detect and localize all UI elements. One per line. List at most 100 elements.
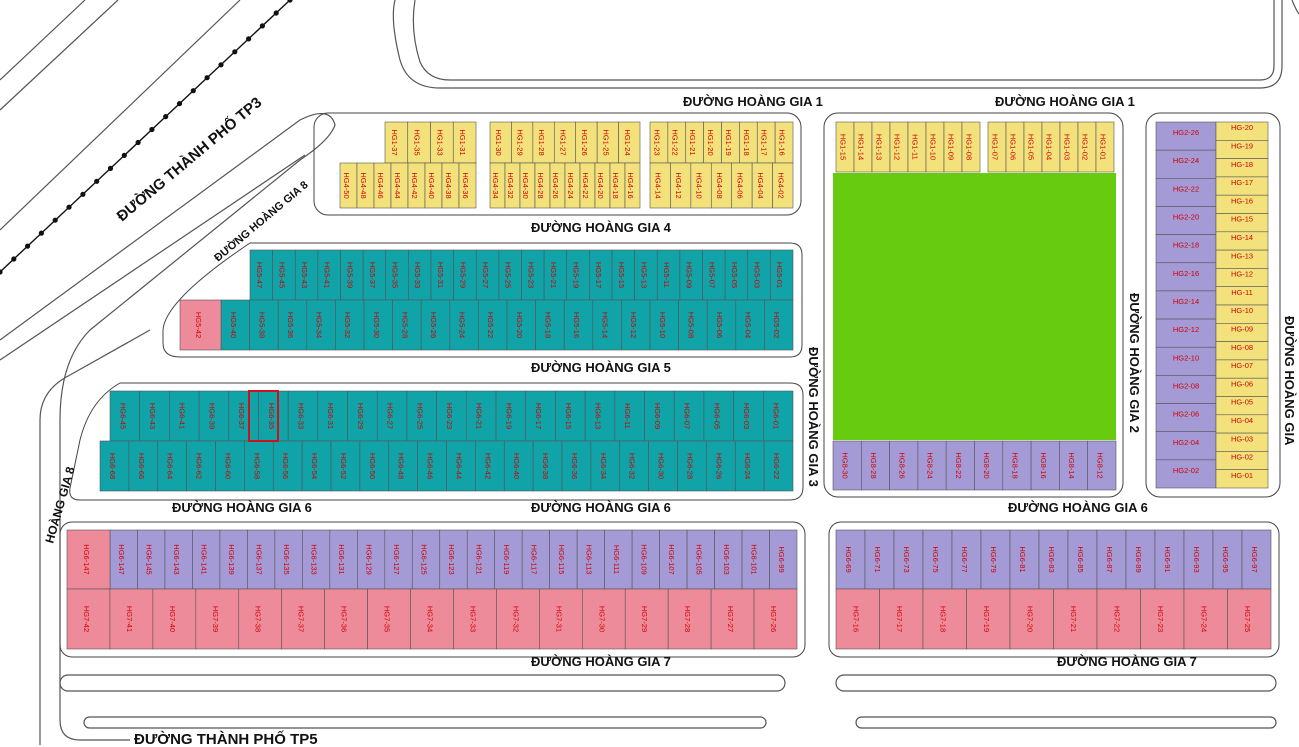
selected-lot-highlight[interactable]	[248, 390, 279, 442]
lot-hg6-54[interactable]	[301, 440, 332, 492]
lot-hg6-107[interactable]	[659, 529, 688, 590]
lot-hg6-145[interactable]	[137, 529, 166, 590]
lot-hg7-31[interactable]	[539, 588, 583, 650]
lot-hg6-121[interactable]	[466, 529, 496, 590]
lot-hg7-27[interactable]	[710, 588, 755, 650]
lot-hg1-08[interactable]	[961, 121, 981, 173]
lot-hg6-36[interactable]	[561, 440, 592, 492]
lot-hg6-147[interactable]	[66, 529, 111, 590]
lot-hg6-109[interactable]	[631, 529, 660, 590]
lot-hg5-18[interactable]	[535, 299, 565, 351]
lot-hg6-48[interactable]	[388, 440, 418, 492]
lot-hg5-42[interactable]	[179, 299, 222, 351]
lot-hg6-85[interactable]	[1067, 529, 1098, 590]
lot-hg6-32[interactable]	[619, 440, 649, 492]
lot-hg8-14[interactable]	[1059, 440, 1089, 491]
lot-hg5-40[interactable]	[220, 299, 250, 351]
lot-hg6-23[interactable]	[436, 390, 467, 442]
lot-hg6-83[interactable]	[1038, 529, 1069, 590]
lot-hg6-143[interactable]	[164, 529, 193, 590]
lot-hg6-22[interactable]	[763, 440, 794, 492]
lot-hg6-52[interactable]	[330, 440, 361, 492]
lot-hg8-30[interactable]	[832, 440, 862, 491]
lot-hg6-30[interactable]	[648, 440, 678, 492]
lot-hg5-32[interactable]	[335, 299, 365, 351]
lot-hg5-12[interactable]	[621, 299, 651, 351]
lot-hg5-10[interactable]	[649, 299, 679, 351]
lot-hg8-24[interactable]	[917, 440, 947, 491]
lot-hg8-20[interactable]	[974, 440, 1004, 491]
lot-hg6-64[interactable]	[157, 440, 187, 492]
lot-hg7-29[interactable]	[624, 588, 669, 650]
lot-hg6-37[interactable]	[228, 390, 259, 442]
lot-hg6-75[interactable]	[922, 529, 953, 590]
lot-hg7-24[interactable]	[1183, 588, 1228, 650]
lot-hg6-139[interactable]	[219, 529, 248, 590]
lot-hg4-16[interactable]	[624, 162, 641, 209]
lot-hg7-38[interactable]	[238, 588, 283, 650]
lot-hg6-38[interactable]	[532, 440, 563, 492]
lot-hg5-22[interactable]	[478, 299, 508, 351]
lot-hg6-99[interactable]	[769, 529, 798, 590]
lot-hg6-73[interactable]	[893, 529, 924, 590]
lot-hg5-30[interactable]	[363, 299, 393, 351]
lot-hg7-23[interactable]	[1140, 588, 1185, 650]
lot-hg6-103[interactable]	[714, 529, 743, 590]
lot-hg2-20[interactable]	[1155, 206, 1217, 235]
lot-hg6-26[interactable]	[706, 440, 736, 492]
lot-hg6-125[interactable]	[411, 529, 441, 590]
lot-hg7-42[interactable]	[66, 588, 111, 650]
lot-hg2-06[interactable]	[1155, 403, 1217, 432]
lot-hg5-14[interactable]	[592, 299, 622, 351]
lot-hg6-11[interactable]	[614, 390, 645, 442]
lot-hg6-93[interactable]	[1183, 529, 1214, 590]
lot-hg7-21[interactable]	[1053, 588, 1098, 650]
lot-hg6-42[interactable]	[475, 440, 505, 492]
lot-hg6-58[interactable]	[244, 440, 274, 492]
lot-hg7-39[interactable]	[195, 588, 240, 650]
lot-hg6-71[interactable]	[864, 529, 895, 590]
lot-hg7-40[interactable]	[152, 588, 197, 650]
lot-hg6-24[interactable]	[734, 440, 765, 492]
lot-hg7-33[interactable]	[453, 588, 497, 650]
lot-hg6-43[interactable]	[139, 390, 170, 442]
lot-hg7-35[interactable]	[367, 588, 411, 650]
lot-hg6-89[interactable]	[1125, 529, 1156, 590]
lot-hg6-123[interactable]	[439, 529, 468, 590]
lot-hg-01[interactable]	[1215, 469, 1269, 489]
lot-hg7-37[interactable]	[281, 588, 325, 650]
lot-hg6-133[interactable]	[302, 529, 331, 590]
lot-hg4-02[interactable]	[772, 162, 794, 209]
lot-hg2-14[interactable]	[1155, 290, 1217, 320]
lot-hg2-04[interactable]	[1155, 431, 1217, 461]
lot-hg5-16[interactable]	[563, 299, 594, 351]
lot-hg6-69[interactable]	[835, 529, 866, 590]
lot-hg7-32[interactable]	[496, 588, 540, 650]
lot-hg6-60[interactable]	[215, 440, 245, 492]
lot-hg7-28[interactable]	[667, 588, 712, 650]
lot-hg2-26[interactable]	[1155, 121, 1217, 151]
lot-hg8-16[interactable]	[1030, 440, 1060, 491]
lot-hg7-25[interactable]	[1227, 588, 1272, 650]
lot-hg8-12[interactable]	[1087, 440, 1117, 491]
lot-hg5-26[interactable]	[420, 299, 451, 351]
lot-hg6-56[interactable]	[272, 440, 303, 492]
lot-hg6-129[interactable]	[357, 529, 386, 590]
lot-hg6-50[interactable]	[359, 440, 390, 492]
lot-hg2-24[interactable]	[1155, 149, 1217, 179]
lot-hg7-41[interactable]	[109, 588, 154, 650]
lot-hg7-36[interactable]	[324, 588, 368, 650]
lot-hg6-111[interactable]	[604, 529, 633, 590]
lot-hg6-40[interactable]	[503, 440, 534, 492]
lot-hg6-131[interactable]	[329, 529, 358, 590]
lot-hg6-45[interactable]	[109, 390, 140, 442]
lot-hg6-135[interactable]	[274, 529, 303, 590]
lot-hg5-04[interactable]	[735, 299, 765, 351]
lot-hg6-79[interactable]	[980, 529, 1011, 590]
lot-hg5-38[interactable]	[249, 299, 279, 351]
lot-hg6-66[interactable]	[128, 440, 159, 492]
lot-hg6-15[interactable]	[555, 390, 586, 442]
lot-hg6-97[interactable]	[1241, 529, 1272, 590]
lot-hg7-17[interactable]	[879, 588, 924, 650]
